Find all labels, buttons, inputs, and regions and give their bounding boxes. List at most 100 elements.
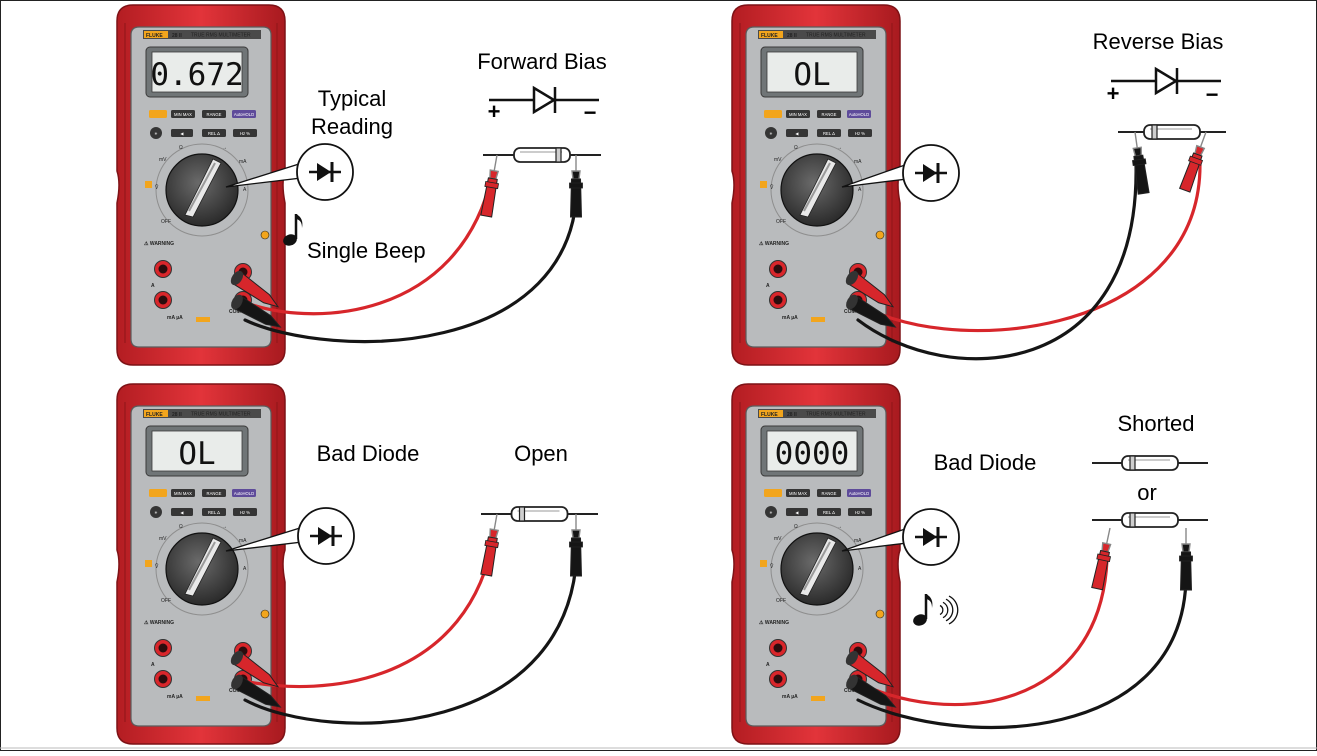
- button-label: RANGE: [822, 491, 837, 496]
- backlight-icon: ☀: [769, 510, 773, 515]
- terminal-label: mA µA: [782, 315, 798, 321]
- dial-mark: mV: [159, 536, 167, 542]
- terminal-label: mA µA: [782, 694, 798, 700]
- brand-logo: FLUKE: [146, 33, 163, 39]
- button-label: MIN MAX: [789, 112, 807, 117]
- lcd-reading: OL: [178, 436, 215, 472]
- button-label: AutoHOLD: [234, 491, 254, 496]
- model-number: 28 II: [172, 412, 182, 418]
- dial-indicator: [760, 181, 767, 188]
- brand-logo: FLUKE: [761, 33, 778, 39]
- label-bad-diode: Bad Diode: [317, 441, 420, 466]
- diode-band: [1152, 125, 1157, 139]
- ex-badge: [261, 231, 269, 239]
- polarity-plus: +: [1107, 81, 1120, 106]
- title-reverse-bias: Reverse Bias: [1093, 29, 1224, 54]
- yellow-button[interactable]: [149, 110, 167, 118]
- button-label: Hz %: [240, 510, 250, 515]
- button-label: REL Δ: [823, 510, 835, 515]
- lcd-reading: 0000: [775, 436, 850, 472]
- warning-label: ⚠ WARNING: [144, 620, 174, 626]
- dial-indicator: [760, 560, 767, 567]
- model-number: 28 II: [787, 33, 797, 39]
- terminal-hole: [159, 675, 168, 684]
- lcd-reading: 0.672: [150, 57, 243, 93]
- label-single-beep: Single Beep: [307, 238, 426, 263]
- dial-mark: →: [222, 145, 227, 151]
- button-label: REL Δ: [208, 510, 220, 515]
- dial-mark: →: [837, 145, 842, 151]
- label-typical-reading: Reading: [311, 114, 393, 139]
- dial-mark: mA: [239, 538, 247, 544]
- fuse-label-badge: [811, 696, 825, 701]
- polarity-minus: −: [584, 100, 597, 125]
- dial-mark: mA: [239, 159, 247, 165]
- title-shorted: Shorted: [1117, 411, 1194, 436]
- yellow-button[interactable]: [149, 489, 167, 497]
- dial-mark: mA: [854, 538, 862, 544]
- dial-indicator: [145, 181, 152, 188]
- terminal-hole: [774, 675, 783, 684]
- button-label: Hz %: [240, 131, 250, 136]
- button-label: REL Δ: [208, 131, 220, 136]
- terminal-hole: [159, 644, 168, 653]
- model-number: 28 II: [787, 412, 797, 418]
- warning-label: ⚠ WARNING: [759, 620, 789, 626]
- yellow-button[interactable]: [764, 110, 782, 118]
- terminal-label: mA µA: [167, 315, 183, 321]
- button-label: MIN MAX: [174, 491, 192, 496]
- title-forward-bias: Forward Bias: [477, 49, 607, 74]
- button-label: REL Δ: [823, 131, 835, 136]
- diode-band: [1130, 456, 1135, 470]
- dial-mark: Ω: [794, 145, 798, 151]
- dial-mark: Ω: [794, 524, 798, 530]
- polarity-plus: +: [488, 99, 501, 124]
- model-text: TRUE RMS MULTIMETER: [806, 33, 866, 39]
- dial-mark: OFF: [161, 219, 171, 225]
- button-label: RANGE: [822, 112, 837, 117]
- dial-mark: OFF: [161, 598, 171, 604]
- terminal-label: A: [151, 283, 155, 289]
- ex-badge: [876, 610, 884, 618]
- dial-mark: mV: [774, 536, 782, 542]
- model-number: 28 II: [172, 33, 182, 39]
- button-label: AutoHOLD: [234, 112, 254, 117]
- probe-guard: [570, 183, 583, 188]
- terminal-hole: [159, 296, 168, 305]
- brand-logo: FLUKE: [146, 412, 163, 418]
- dial-mark: OFF: [776, 598, 786, 604]
- dial-mark: mA: [854, 159, 862, 165]
- terminal-label: A: [766, 662, 770, 668]
- terminal-hole: [774, 644, 783, 653]
- polarity-minus: −: [1206, 82, 1219, 107]
- probe-guard: [570, 542, 583, 547]
- backlight-icon: ☀: [769, 131, 773, 136]
- terminal-hole: [774, 296, 783, 305]
- yellow-button[interactable]: [764, 489, 782, 497]
- diode-band: [556, 148, 561, 162]
- fuse-label-badge: [811, 317, 825, 322]
- dial-mark: Ω: [179, 524, 183, 530]
- warning-label: ⚠ WARNING: [144, 241, 174, 247]
- backlight-icon: ☀: [154, 510, 158, 515]
- backlight-icon: ☀: [154, 131, 158, 136]
- button-label: Hz %: [855, 510, 865, 515]
- terminal-label: A: [766, 283, 770, 289]
- probe-guard: [1180, 556, 1193, 561]
- dial-mark: mV: [159, 157, 167, 163]
- lcd-reading: OL: [793, 57, 830, 93]
- ex-badge: [876, 231, 884, 239]
- label-or: or: [1137, 480, 1157, 505]
- ex-badge: [261, 610, 269, 618]
- dial-indicator: [145, 560, 152, 567]
- dial-mark: OFF: [776, 219, 786, 225]
- model-text: TRUE RMS MULTIMETER: [191, 33, 251, 39]
- dial-mark: mV: [774, 157, 782, 163]
- terminal-label: mA µA: [167, 694, 183, 700]
- label-typical-reading: Typical: [318, 86, 386, 111]
- fuse-label-badge: [196, 696, 210, 701]
- model-text: TRUE RMS MULTIMETER: [191, 412, 251, 418]
- diode-band: [520, 507, 525, 521]
